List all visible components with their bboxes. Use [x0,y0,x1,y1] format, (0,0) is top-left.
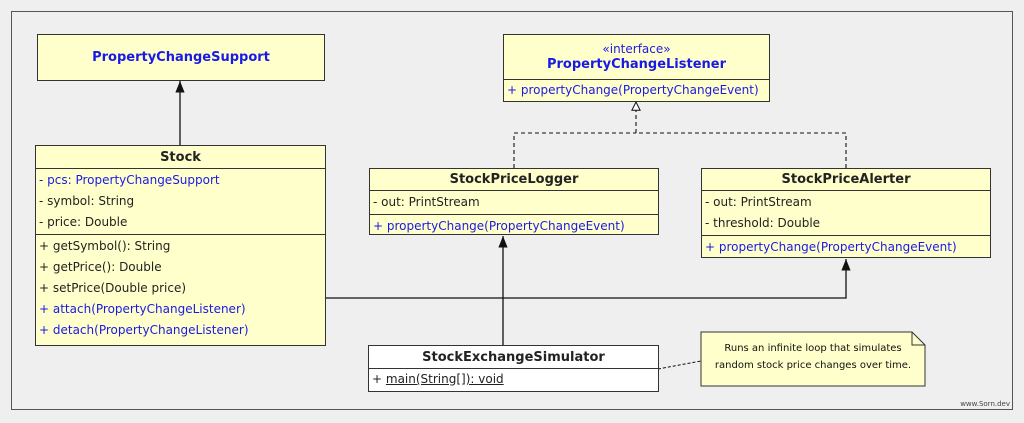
note-line-2: random stock price changes over time. [714,360,912,371]
stock-price-alerter-class: StockPriceAlerter - out: PrintStream - t… [701,168,991,258]
stock-fields: - pcs: PropertyChangeSupport - symbol: S… [36,169,325,235]
method-property-change: + propertyChange(PropertyChangeEvent) [373,219,625,233]
note-line-1: Runs an infinite loop that simulates [724,343,902,354]
method-get-price: + getPrice(): Double [39,260,162,274]
interface-method: + propertyChange(PropertyChangeEvent) [507,83,759,97]
class-name: PropertyChangeSupport [92,50,270,65]
stock-class: Stock - pcs: PropertyChangeSupport - sym… [35,145,326,346]
method-attach: + attach(PropertyChangeListener) [39,302,246,316]
field-threshold: - threshold: Double [705,216,821,230]
property-change-listener-interface: «interface» PropertyChangeListener + pro… [503,34,770,102]
logger-methods: + propertyChange(PropertyChangeEvent) [370,215,658,238]
class-name: StockPriceAlerter [702,169,990,191]
method-property-change: + propertyChange(PropertyChangeEvent) [705,240,957,254]
field-out: - out: PrintStream [373,195,480,209]
field-out: - out: PrintStream [705,195,812,209]
field-symbol: - symbol: String [39,194,135,208]
property-change-support-class: PropertyChangeSupport [37,34,325,81]
note-shape [700,331,926,387]
interface-name: PropertyChangeListener [546,56,727,72]
stock-methods: + getSymbol(): String + getPrice(): Doub… [36,235,325,342]
field-pcs: - pcs: PropertyChangeSupport [39,173,220,187]
stock-exchange-simulator-class: StockExchangeSimulator + main(String[]):… [368,345,659,392]
method-detach: + detach(PropertyChangeListener) [39,323,249,337]
logger-fields: - out: PrintStream [370,191,658,215]
alerter-methods: + propertyChange(PropertyChangeEvent) [702,236,990,259]
alerter-fields: - out: PrintStream - threshold: Double [702,191,990,236]
stock-price-logger-class: StockPriceLogger - out: PrintStream + pr… [369,168,659,235]
method-set-price: + setPrice(Double price) [39,281,187,295]
method-main: + main(String[]): void [372,372,504,386]
stock-alerter-bidirectional-association [314,259,851,303]
logger-realization-line [513,132,636,168]
watermark: www.Sorn.dev [960,400,1010,408]
method-main-signature: main(String[]): void [385,372,504,386]
note-fold-corner [911,332,925,346]
field-price: - price: Double [39,215,128,229]
note-text: Runs an infinite loop that simulates ran… [701,340,925,374]
class-name: StockExchangeSimulator [369,346,658,369]
diagram-frame [11,11,1013,410]
class-name: Stock [36,146,325,169]
interface-stereotype: «interface» [602,41,671,56]
method-get-symbol: + getSymbol(): String [39,239,171,253]
note-anchor-line [657,360,702,370]
alerter-realization-line [636,132,847,168]
class-name: StockPriceLogger [370,169,658,191]
interface-header: «interface» PropertyChangeListener [504,35,769,80]
